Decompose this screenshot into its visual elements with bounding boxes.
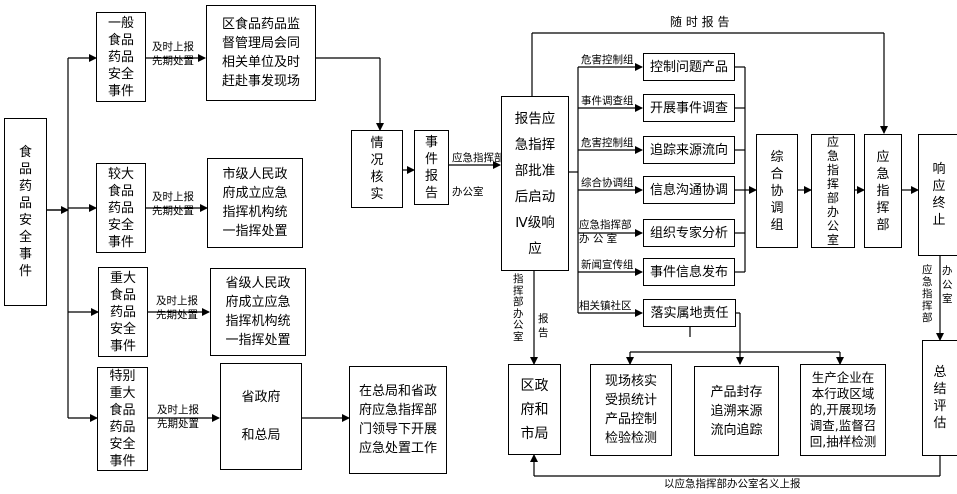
summary-eval-box: 总 结 评 估 xyxy=(922,340,957,456)
group-expert-label: 应急指挥部 办 公 室 xyxy=(579,219,632,245)
response-end-box: 响 应 终 止 xyxy=(918,134,957,256)
report-vert-label: 报 告 xyxy=(538,313,549,339)
district-response-box: 区食品药品监 督管理局会同 相关单位及时 赶赴事发现场 xyxy=(206,5,316,101)
report-dispose-label-4: 及时上报 先期处置 xyxy=(157,404,199,430)
local-duty-box: 落实属地责任 xyxy=(643,299,736,327)
field-verify-box: 现场核实 受损统计 产品控制 检验检测 xyxy=(590,364,672,456)
event-report-box: 事 件 报 告 xyxy=(414,130,449,205)
investigate-event-box: 开展事件调查 xyxy=(643,94,735,122)
right-office-label: 应 急 指 挥 部 xyxy=(922,264,933,324)
command-office-box: 应急指挥部办公室 xyxy=(811,134,855,248)
right-office2-label: 办 公 室 xyxy=(942,265,953,305)
trace-source-box: 追踪来源流向 xyxy=(643,136,735,164)
especially-serious-event-box: 特别 重大 食品 药品 安全 事件 xyxy=(97,367,148,471)
coordination-group-box: 综 合 协 调 组 xyxy=(756,134,798,248)
control-products-box: 控制问题产品 xyxy=(643,53,735,81)
publish-info-box: 事件信息发布 xyxy=(643,258,735,286)
info-coordination-box: 信息沟通协调 xyxy=(643,176,735,204)
major-event-box: 较大 食品 药品 安全 事件 xyxy=(96,163,146,253)
city-response-box: 市级人民政 府成立应急 指挥机构统 一指挥处置 xyxy=(207,158,303,248)
report-dispose-label-3: 及时上报 先期处置 xyxy=(156,295,198,321)
group-local-label: 相关镇社区 xyxy=(579,300,632,312)
left-office-label: 指 挥 部 办 公 室 xyxy=(513,273,524,343)
group-coord-label: 综合协调组 xyxy=(581,177,634,189)
group-investigate-label: 事件调查组 xyxy=(581,95,634,107)
verify-situation-box: 情 况 核 实 xyxy=(351,130,403,208)
command-office-label: 应急指挥部 办公室 xyxy=(452,152,505,198)
group-trace-label: 危害控制组 xyxy=(581,137,634,149)
command-approval-box: 报告应 急指挥 部批准 后启动 Ⅳ级响 应 xyxy=(501,96,569,271)
district-gov-box: 区政 府和 市局 xyxy=(508,364,561,455)
province-response-box: 省级人民政 府成立应急 指挥机构统 一指挥处置 xyxy=(210,268,306,356)
national-response-box: 在总局和省政 府应急指挥部 门领导下开展 应急处置工作 xyxy=(349,366,447,474)
report-anytime-label: 随 时 报 告 xyxy=(670,15,730,29)
group-news-label: 新闻宣传组 xyxy=(581,259,634,271)
serious-event-box: 重大 食品 药品 安全 事件 xyxy=(98,267,148,357)
general-event-box: 一般 食品 药品 安全 事件 xyxy=(96,12,146,102)
command-hq-box: 应 急 指 挥 部 xyxy=(864,134,902,248)
product-seal-box: 产品封存 追溯来源 流向追踪 xyxy=(694,366,779,456)
report-dispose-label-1: 及时上报 先期处置 xyxy=(152,41,194,67)
provincial-gov-box: 省政府 和总局 xyxy=(220,363,302,470)
expert-analysis-box: 组织专家分析 xyxy=(643,219,735,247)
bottom-report-label: 以应急指挥部办公室名义上报 xyxy=(664,478,801,490)
enterprise-recall-box: 生产企业在 本行政区域 的,开展现场 调查,监督召 回,抽样检测 xyxy=(800,364,886,456)
food-safety-event-box: 食 品 药 品 安 全 事 件 xyxy=(4,118,47,306)
group-control-label: 危害控制组 xyxy=(581,54,634,66)
report-dispose-label-2: 及时上报 先期处置 xyxy=(152,191,194,217)
